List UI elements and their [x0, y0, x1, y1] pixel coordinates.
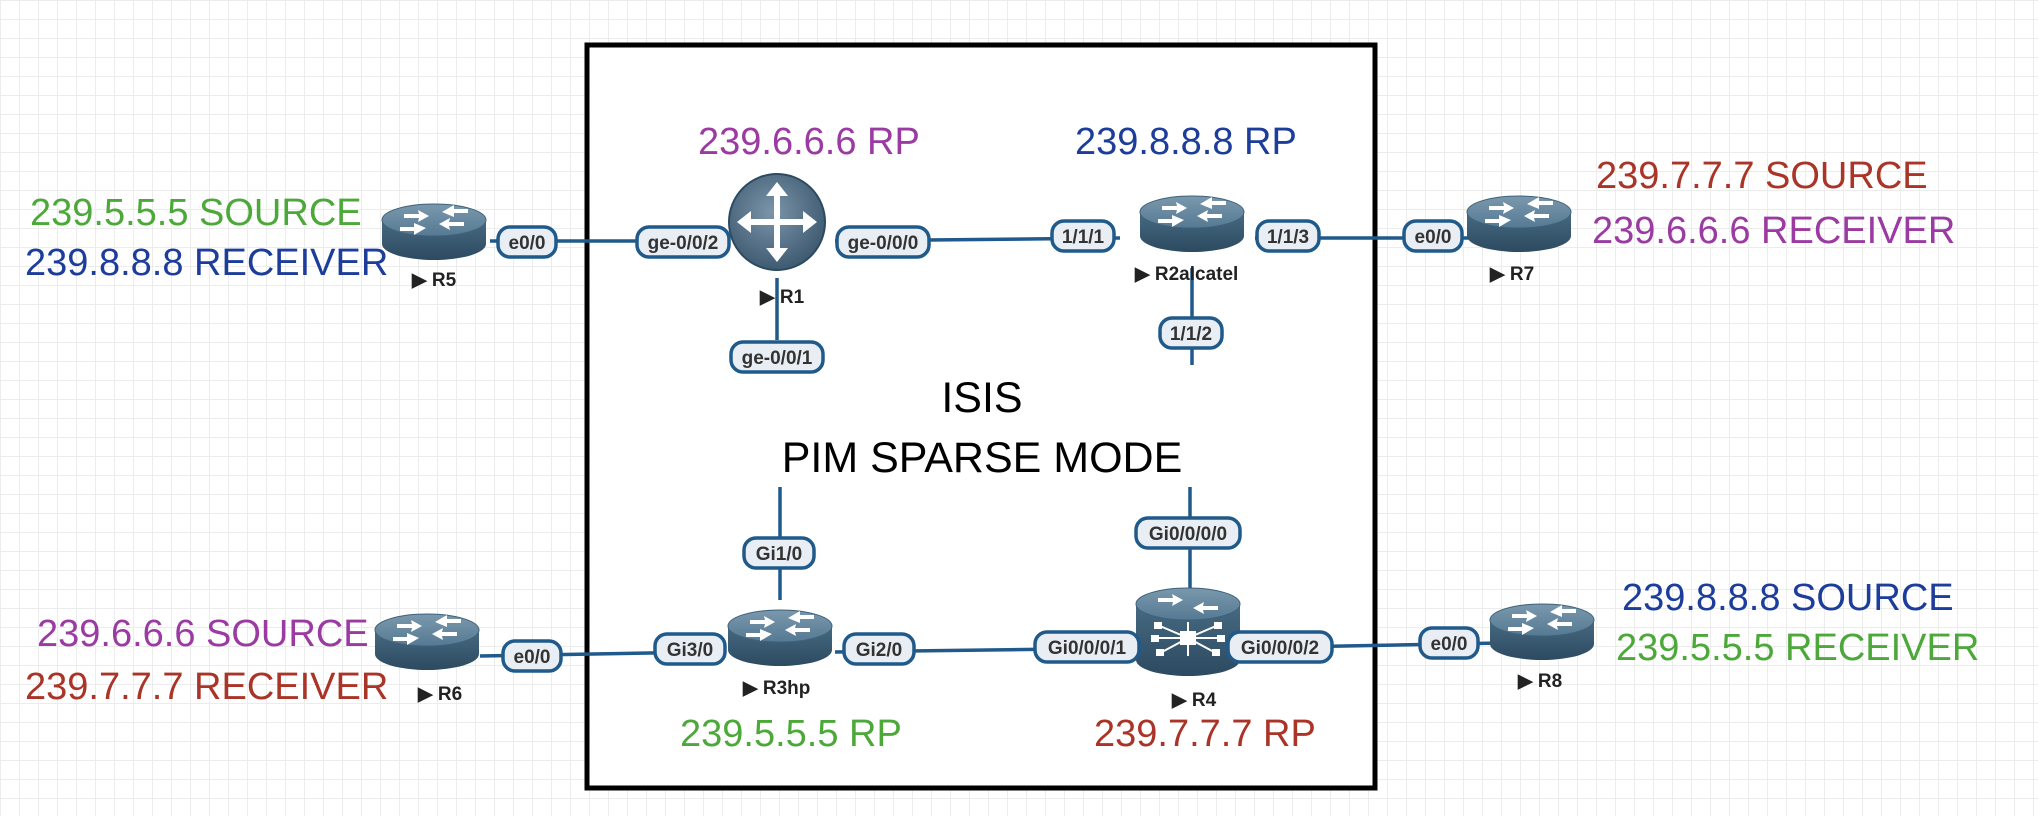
- port-r1-ge002[interactable]: ge-0/0/2: [635, 225, 731, 259]
- port-r2-112[interactable]: 1/1/2: [1158, 316, 1224, 350]
- router-r6-label: ▶ R6: [417, 684, 462, 705]
- switch-router-icon: [1135, 587, 1241, 677]
- r4-rp-label: 239.7.7.7 RP: [1094, 713, 1316, 755]
- svg-text:Gi1/0: Gi1/0: [756, 544, 802, 565]
- svg-text:e0/0: e0/0: [514, 647, 551, 668]
- r8-receiver-label: 239.5.5.5 RECEIVER: [1616, 627, 1979, 669]
- port-r3-gi20[interactable]: Gi2/0: [842, 632, 916, 666]
- multicast-labels: 239.5.5.5 SOURCE 239.8.8.8 RECEIVER 239.…: [25, 121, 1979, 755]
- svg-text:ge-0/0/1: ge-0/0/1: [742, 348, 813, 369]
- router-icon: [1139, 195, 1245, 253]
- svg-text:1/1/1: 1/1/1: [1062, 227, 1105, 248]
- r2-rp-label: 239.8.8.8 RP: [1075, 121, 1297, 163]
- r1-rp-label: 239.6.6.6 RP: [698, 121, 920, 163]
- router-icon: [727, 609, 833, 667]
- port-r2-113[interactable]: 1/1/3: [1255, 219, 1321, 253]
- svg-text:e0/0: e0/0: [1415, 227, 1452, 248]
- r6-receiver-label: 239.7.7.7 RECEIVER: [25, 666, 388, 708]
- router-r2alcatel[interactable]: ▶ R2alcatel: [1134, 195, 1245, 285]
- port-r2-111[interactable]: 1/1/1: [1050, 219, 1116, 253]
- svg-text:Gi2/0: Gi2/0: [856, 640, 902, 661]
- router-r3hp[interactable]: ▶ R3hp: [727, 609, 833, 699]
- router-r2-label: ▶ R2alcatel: [1134, 264, 1238, 285]
- port-r1-ge000[interactable]: ge-0/0/0: [835, 225, 931, 259]
- r7-source-label: 239.7.7.7 SOURCE: [1596, 155, 1928, 197]
- port-r8-e00[interactable]: e0/0: [1418, 626, 1480, 660]
- router-icon: [1466, 195, 1572, 253]
- router-r1[interactable]: ▶ R1: [728, 173, 826, 308]
- router-r5-label: ▶ R5: [411, 270, 457, 291]
- r7-receiver-label: 239.6.6.6 RECEIVER: [1592, 210, 1955, 252]
- router-r1-label: ▶ R1: [759, 287, 805, 308]
- port-r4-gi0001[interactable]: Gi0/0/0/1: [1033, 630, 1141, 664]
- router-r8-label: ▶ R8: [1517, 671, 1562, 692]
- svg-text:Gi0/0/0/2: Gi0/0/0/2: [1241, 638, 1319, 659]
- svg-text:e0/0: e0/0: [509, 233, 546, 254]
- svg-text:ge-0/0/0: ge-0/0/0: [848, 233, 919, 254]
- port-r6-e00[interactable]: e0/0: [501, 639, 563, 673]
- router-r8[interactable]: ▶ R8: [1489, 603, 1595, 692]
- r8-source-label: 239.8.8.8 SOURCE: [1622, 577, 1954, 619]
- svg-text:1/1/2: 1/1/2: [1170, 324, 1212, 345]
- protocol-label-pim: PIM SPARSE MODE: [782, 434, 1183, 482]
- router-icon: [374, 613, 480, 671]
- r5-receiver-label: 239.8.8.8 RECEIVER: [25, 242, 388, 284]
- svg-text:Gi0/0/0/0: Gi0/0/0/0: [1149, 524, 1227, 545]
- svg-text:1/1/3: 1/1/3: [1267, 227, 1309, 248]
- r6-source-label: 239.6.6.6 SOURCE: [37, 613, 369, 655]
- router-r6[interactable]: ▶ R6: [374, 613, 480, 705]
- router-r3-label: ▶ R3hp: [742, 678, 810, 699]
- svg-text:ge-0/0/2: ge-0/0/2: [648, 233, 719, 254]
- router-r5[interactable]: ▶ R5: [381, 203, 487, 291]
- r3-rp-label: 239.5.5.5 RP: [680, 713, 902, 755]
- svg-text:Gi0/0/0/1: Gi0/0/0/1: [1048, 638, 1127, 659]
- port-labels: e0/0 ge-0/0/2 ge-0/0/0 ge-0/0/1 1/1/1 1/…: [496, 219, 1480, 673]
- router-r4-label: ▶ R4: [1171, 690, 1217, 711]
- port-r1-ge001[interactable]: ge-0/0/1: [729, 340, 825, 374]
- svg-text:e0/0: e0/0: [1431, 634, 1468, 655]
- router-r7-label: ▶ R7: [1489, 264, 1534, 285]
- port-r4-gi0000[interactable]: Gi0/0/0/0: [1134, 516, 1242, 550]
- port-r3-gi10[interactable]: Gi1/0: [742, 536, 816, 570]
- router-r7[interactable]: ▶ R7: [1466, 195, 1572, 285]
- router-icon: [381, 203, 487, 261]
- router-r4[interactable]: ▶ R4: [1135, 587, 1241, 711]
- juniper-router-icon: [728, 173, 826, 271]
- port-r5-e00[interactable]: e0/0: [496, 225, 558, 259]
- r5-source-label: 239.5.5.5 SOURCE: [30, 192, 362, 234]
- protocol-label-isis: ISIS: [941, 374, 1022, 422]
- port-r7-e00[interactable]: e0/0: [1402, 219, 1464, 253]
- port-r4-gi0002[interactable]: Gi0/0/0/2: [1226, 630, 1334, 664]
- router-icon: [1489, 603, 1595, 661]
- port-r3-gi30[interactable]: Gi3/0: [653, 632, 727, 666]
- svg-text:Gi3/0: Gi3/0: [667, 640, 713, 661]
